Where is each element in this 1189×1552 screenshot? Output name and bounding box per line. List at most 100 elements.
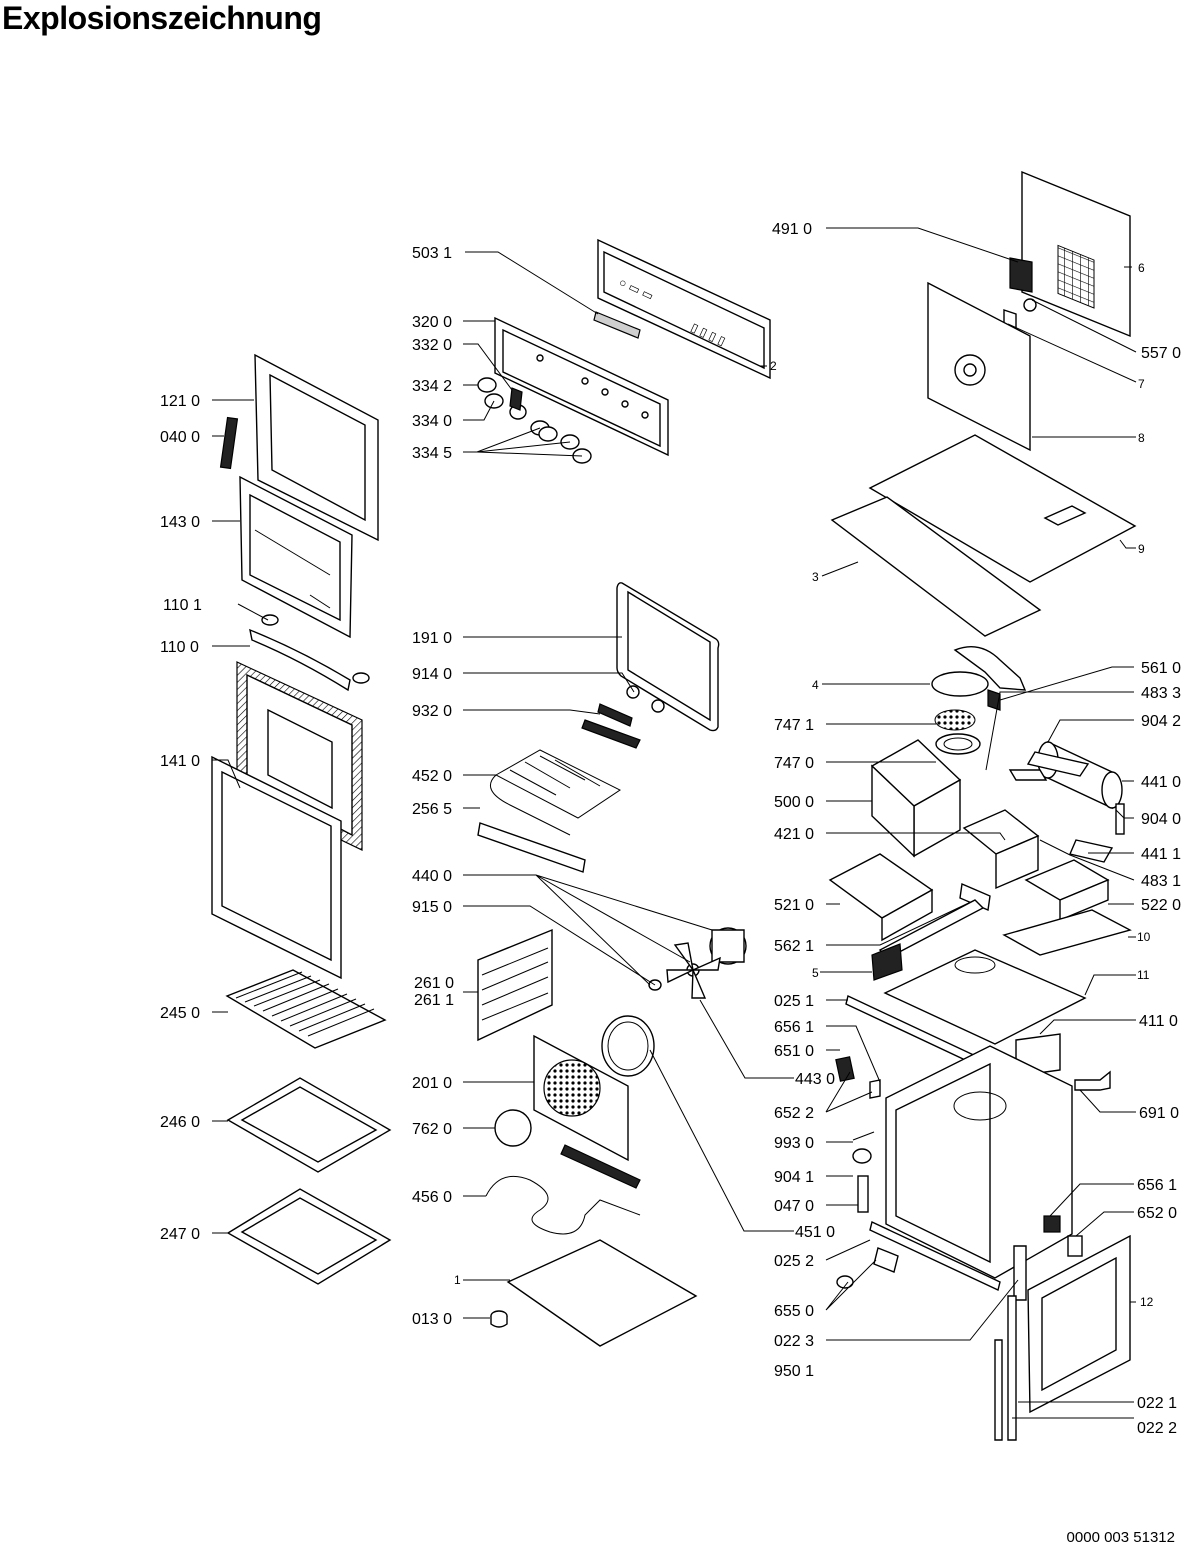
lamp-cover-part bbox=[852, 1148, 872, 1164]
fan-motor-part bbox=[709, 927, 747, 965]
label-261-1: 261 1 bbox=[414, 992, 454, 1009]
label-440-0: 440 0 bbox=[412, 868, 452, 885]
lower-heating-element-part bbox=[485, 1144, 641, 1235]
control-knobs-part bbox=[477, 377, 592, 464]
control-panel-front-part bbox=[494, 316, 669, 457]
cooling-fan-part bbox=[931, 646, 1027, 711]
bottom-plate-part bbox=[506, 1239, 698, 1347]
door-handle-part bbox=[219, 416, 239, 470]
grill-element-part bbox=[489, 719, 641, 836]
label-256-5: 256 5 bbox=[412, 801, 452, 818]
baking-tray-part bbox=[226, 1077, 392, 1173]
label-522-0: 522 0 bbox=[1141, 897, 1181, 914]
label-334-2: 334 2 bbox=[412, 378, 452, 395]
label-652-2: 652 2 bbox=[774, 1105, 814, 1122]
door-side-strips-part bbox=[994, 1295, 1017, 1441]
label-11: 11 bbox=[1137, 968, 1150, 982]
label-747-1: 747 1 bbox=[774, 717, 814, 734]
door-seal-part bbox=[616, 582, 720, 732]
deep-pan-part bbox=[226, 1188, 392, 1285]
control-module-part bbox=[870, 739, 962, 858]
label-12: 12 bbox=[1140, 1295, 1154, 1309]
label-500-0: 500 0 bbox=[774, 794, 814, 811]
label-656-1-b: 656 1 bbox=[1137, 1177, 1177, 1194]
label-110-0: 110 0 bbox=[160, 639, 199, 656]
label-4: 4 bbox=[812, 678, 819, 692]
label-9: 9 bbox=[1138, 542, 1145, 556]
label-503-1: 503 1 bbox=[412, 245, 452, 262]
door-outer-glass-part bbox=[211, 755, 342, 980]
label-557-0: 557 0 bbox=[1141, 345, 1181, 362]
door-switch-part bbox=[835, 1056, 881, 1099]
fan-blade-part bbox=[648, 942, 721, 999]
door-glass-frame-part bbox=[239, 475, 353, 639]
label-915-0: 915 0 bbox=[412, 899, 452, 916]
label-656-1-a: 656 1 bbox=[774, 1019, 814, 1036]
label-320-0: 320 0 bbox=[412, 314, 452, 331]
label-521-0: 521 0 bbox=[774, 897, 814, 914]
heater-plug-part bbox=[1115, 803, 1125, 835]
wire-channel-part bbox=[871, 899, 985, 981]
door-glass-panel-part bbox=[236, 661, 363, 851]
terminal-block-lower-part bbox=[1069, 839, 1114, 863]
label-143-0: 143 0 bbox=[160, 514, 200, 531]
label-110-1: 110 1 bbox=[163, 597, 202, 614]
label-025-2: 025 2 bbox=[774, 1253, 814, 1270]
terminal-part bbox=[1008, 769, 1048, 781]
door-hinge-parts bbox=[249, 614, 370, 692]
label-121-0: 121 0 bbox=[160, 393, 200, 410]
label-201-0: 201 0 bbox=[412, 1075, 452, 1092]
display-strip-part bbox=[593, 311, 641, 339]
control-panel-back-part: ○ ▭ ▭ ▯ ▯ ▯ ▯ bbox=[597, 238, 771, 380]
wire-shelf-part bbox=[225, 969, 387, 1049]
label-411-0: 411 0 bbox=[1139, 1013, 1178, 1030]
fan-ring-part bbox=[601, 1015, 655, 1077]
label-421-0: 421 0 bbox=[774, 826, 814, 843]
label-441-0: 441 0 bbox=[1141, 774, 1181, 791]
label-441-1: 441 1 bbox=[1141, 846, 1181, 863]
label-261-0: 261 0 bbox=[414, 975, 454, 992]
label-191-0: 191 0 bbox=[412, 630, 452, 647]
label-332-0: 332 0 bbox=[412, 337, 452, 354]
label-562-1: 562 1 bbox=[774, 938, 814, 955]
label-456-0: 456 0 bbox=[412, 1189, 452, 1206]
label-932-0: 932 0 bbox=[412, 703, 452, 720]
label-904-0: 904 0 bbox=[1141, 811, 1181, 828]
label-452-0: 452 0 bbox=[412, 768, 452, 785]
label-10: 10 bbox=[1137, 930, 1151, 944]
grill-shield-part bbox=[477, 822, 586, 873]
front-frame-side-part bbox=[1013, 1245, 1027, 1301]
label-022-2: 022 2 bbox=[1137, 1420, 1177, 1437]
part-labels: 491 0 6 503 1 557 0 320 0 332 0 2 334 2 … bbox=[160, 221, 1181, 1437]
rear-wall-part bbox=[927, 281, 1031, 452]
label-247-0: 247 0 bbox=[160, 1226, 200, 1243]
door-inner-frame-part bbox=[254, 353, 379, 542]
switch-block-part bbox=[836, 1247, 899, 1289]
label-2: 2 bbox=[770, 359, 777, 373]
shelf-guides-part bbox=[477, 928, 553, 1042]
label-040-0: 040 0 bbox=[160, 429, 200, 446]
label-651-0: 651 0 bbox=[774, 1043, 814, 1060]
label-022-1: 022 1 bbox=[1137, 1395, 1177, 1412]
label-904-1: 904 1 bbox=[774, 1169, 814, 1186]
label-334-5: 334 5 bbox=[412, 445, 452, 462]
relay-box-part bbox=[1024, 859, 1110, 922]
transformer-part bbox=[1009, 257, 1033, 293]
oven-cavity-part bbox=[885, 1045, 1073, 1279]
label-246-0: 246 0 bbox=[160, 1114, 200, 1131]
label-451-0: 451 0 bbox=[795, 1224, 835, 1241]
label-8: 8 bbox=[1138, 431, 1145, 445]
label-6: 6 bbox=[1138, 261, 1145, 275]
terminal-block-part bbox=[1026, 751, 1090, 777]
label-022-3: 022 3 bbox=[774, 1333, 814, 1350]
cavity-top-part bbox=[883, 949, 1087, 1045]
fan-cover-disc-part bbox=[494, 1109, 532, 1147]
label-141-0: 141 0 bbox=[160, 753, 200, 770]
insulation-mat-part bbox=[1002, 909, 1132, 956]
rear-cover-part bbox=[1021, 170, 1131, 338]
power-board-part bbox=[828, 853, 934, 942]
label-762-0: 762 0 bbox=[412, 1121, 452, 1138]
foot-part bbox=[490, 1310, 508, 1328]
label-245-0: 245 0 bbox=[160, 1005, 200, 1022]
